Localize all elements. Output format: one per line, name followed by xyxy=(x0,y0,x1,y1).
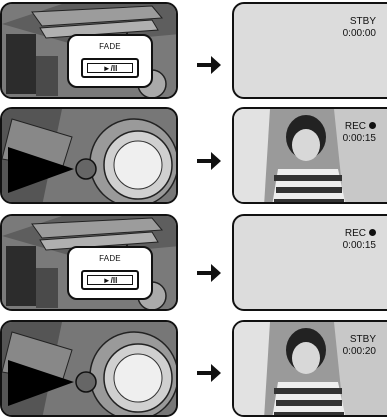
right-arrow-icon xyxy=(196,150,222,172)
viewfinder-screen-4: STBY 0:00:20 xyxy=(232,320,387,417)
fade-label: FADE xyxy=(69,42,151,51)
camera-illustration-fade: FADE ►/II xyxy=(0,2,178,99)
right-arrow-icon xyxy=(196,262,222,284)
play-pause-label: ►/II xyxy=(87,63,133,73)
timecode-text: 0:00:20 xyxy=(343,346,376,357)
fade-callout: FADE ►/II xyxy=(67,34,153,88)
viewfinder-screen-3: REC 0:00:15 xyxy=(232,214,387,311)
timecode-text: 0:00:00 xyxy=(343,28,376,39)
timecode-text: 0:00:15 xyxy=(343,240,376,251)
play-pause-label: ►/II xyxy=(87,275,133,285)
fade-label: FADE xyxy=(69,254,151,263)
screen-osd: REC 0:00:15 xyxy=(343,121,376,145)
camera-illustration-fade: FADE ►/II xyxy=(0,214,178,311)
viewfinder-screen-1: STBY 0:00:00 xyxy=(232,2,387,99)
right-arrow-icon xyxy=(196,362,222,384)
rec-dot-icon xyxy=(369,229,376,236)
timecode-text: 0:00:15 xyxy=(343,133,376,144)
camera-illustration-record xyxy=(0,107,178,204)
status-text: STBY xyxy=(350,334,376,345)
screen-osd: STBY 0:00:20 xyxy=(343,334,376,358)
status-text: STBY xyxy=(350,16,376,27)
right-arrow-icon xyxy=(196,54,222,76)
status-text: REC xyxy=(345,121,366,132)
viewfinder-screen-2: REC 0:00:15 xyxy=(232,107,387,204)
rec-dot-icon xyxy=(369,122,376,129)
play-pause-button[interactable]: ►/II xyxy=(81,58,139,78)
status-text: REC xyxy=(345,228,366,239)
screen-osd: STBY 0:00:00 xyxy=(343,16,376,40)
camera-illustration-record xyxy=(0,320,178,417)
fade-callout: FADE ►/II xyxy=(67,246,153,300)
play-pause-button[interactable]: ►/II xyxy=(81,270,139,290)
screen-osd: REC 0:00:15 xyxy=(343,228,376,252)
